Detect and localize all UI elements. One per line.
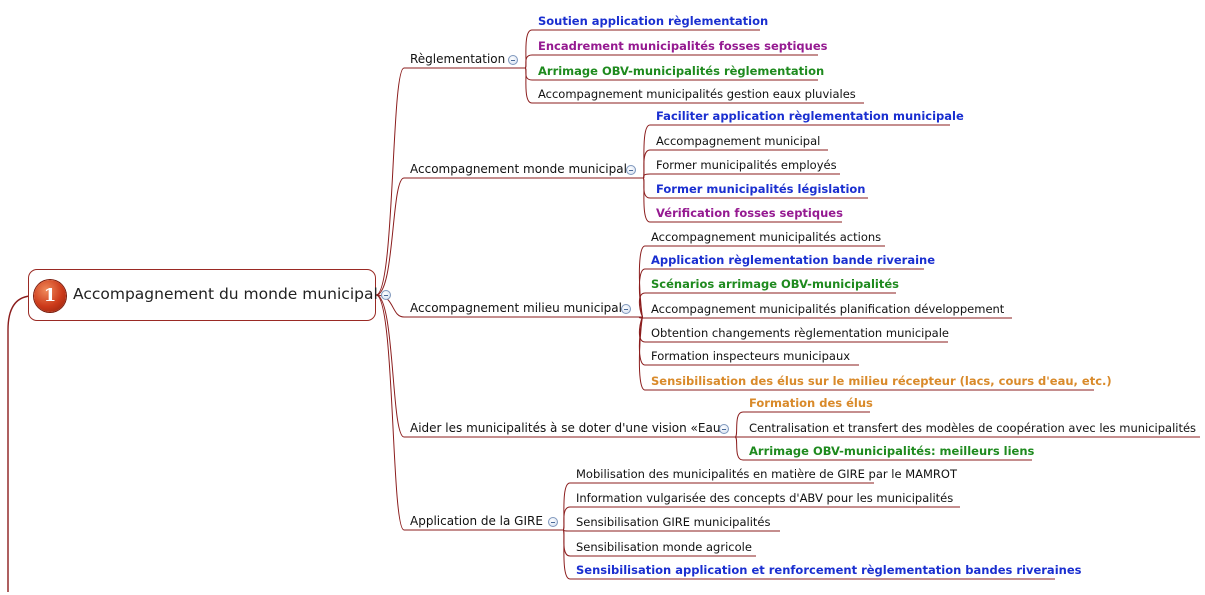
root-topic[interactable]: 1 Accompagnement du monde municipal (28, 269, 378, 321)
leaf-connector (734, 411, 744, 438)
root-collapse-toggle-icon[interactable] (381, 290, 391, 300)
branch-collapse-toggle-icon[interactable] (626, 165, 636, 175)
leaf-topic[interactable]: Sensibilisation des élus sur le milieu r… (651, 374, 1112, 388)
branch-collapse-toggle-icon[interactable] (621, 304, 631, 314)
leaf-connector (642, 177, 651, 223)
branch-collapse-toggle-icon[interactable] (508, 55, 518, 65)
leaf-topic[interactable]: Encadrement municipalités fosses septiqu… (538, 39, 828, 53)
leaf-topic[interactable]: Accompagnement municipalités planificati… (651, 302, 1005, 316)
leaf-topic[interactable]: Centralisation et transfert des modèles … (749, 421, 1197, 435)
leaf-topic[interactable]: Vérification fosses septiques (656, 206, 843, 220)
branch-connector (375, 294, 405, 438)
branch-connector (375, 294, 405, 318)
root-incoming-connector (7, 295, 31, 592)
leaf-topic[interactable]: Application règlementation bande riverai… (651, 253, 936, 267)
leaf-topic[interactable]: Information vulgarisée des concepts d'AB… (576, 491, 954, 505)
branch-topic[interactable]: Règlementation (410, 52, 506, 66)
leaf-topic[interactable]: Sensibilisation GIRE municipalités (576, 515, 771, 529)
branch-collapse-toggle-icon[interactable] (719, 424, 729, 434)
leaf-topic[interactable]: Arrimage OBV-municipalités règlementatio… (538, 64, 825, 78)
leaf-topic[interactable]: Accompagnement municipalités gestion eau… (538, 87, 856, 101)
leaf-connector (638, 292, 646, 318)
branch-topic[interactable]: Application de la GIRE (410, 514, 543, 528)
leaf-topic[interactable]: Sensibilisation application et renforcem… (576, 563, 1082, 577)
priority-1-icon: 1 (34, 280, 66, 312)
leaf-topic[interactable]: Accompagnement municipal (656, 134, 821, 148)
branch-connector (375, 67, 405, 296)
leaf-topic[interactable]: Formation inspecteurs municipaux (651, 349, 851, 363)
leaf-topic[interactable]: Sensibilisation monde agricole (576, 540, 752, 554)
leaf-connector (562, 529, 571, 580)
branch-topic[interactable]: Accompagnement monde municipal (410, 162, 627, 176)
leaf-topic[interactable]: Soutien application règlementation (538, 14, 769, 28)
leaf-topic[interactable]: Accompagnement municipalités actions (651, 230, 882, 244)
leaf-connector (638, 316, 646, 391)
branch-topic[interactable]: Aider les municipalités à se doter d'une… (410, 421, 728, 435)
leaf-topic[interactable]: Scénarios arrimage OBV-municipalités (651, 277, 900, 291)
leaf-topic[interactable]: Arrimage OBV-municipalités: meilleurs li… (749, 444, 1035, 458)
leaf-topic[interactable]: Mobilisation des municipalités en matièr… (576, 467, 957, 481)
branch-connector (375, 177, 405, 296)
branch-topic[interactable]: Accompagnement milieu municipal (410, 301, 622, 315)
leaf-connector (734, 436, 744, 461)
leaf-topic[interactable]: Former municipalités législation (656, 182, 866, 196)
leaf-topic[interactable]: Former municipalités employés (656, 158, 837, 172)
leaf-topic[interactable]: Formation des élus (749, 396, 873, 410)
branch-connector (375, 294, 405, 531)
leaf-connector (524, 67, 533, 104)
branch-collapse-toggle-icon[interactable] (548, 517, 558, 527)
leaf-connector (562, 506, 571, 531)
root-topic-label: Accompagnement du monde municipal (73, 285, 378, 303)
leaf-topic[interactable]: Obtention changements règlementation mun… (651, 326, 949, 340)
leaf-topic[interactable]: Faciliter application règlementation mun… (656, 109, 964, 123)
